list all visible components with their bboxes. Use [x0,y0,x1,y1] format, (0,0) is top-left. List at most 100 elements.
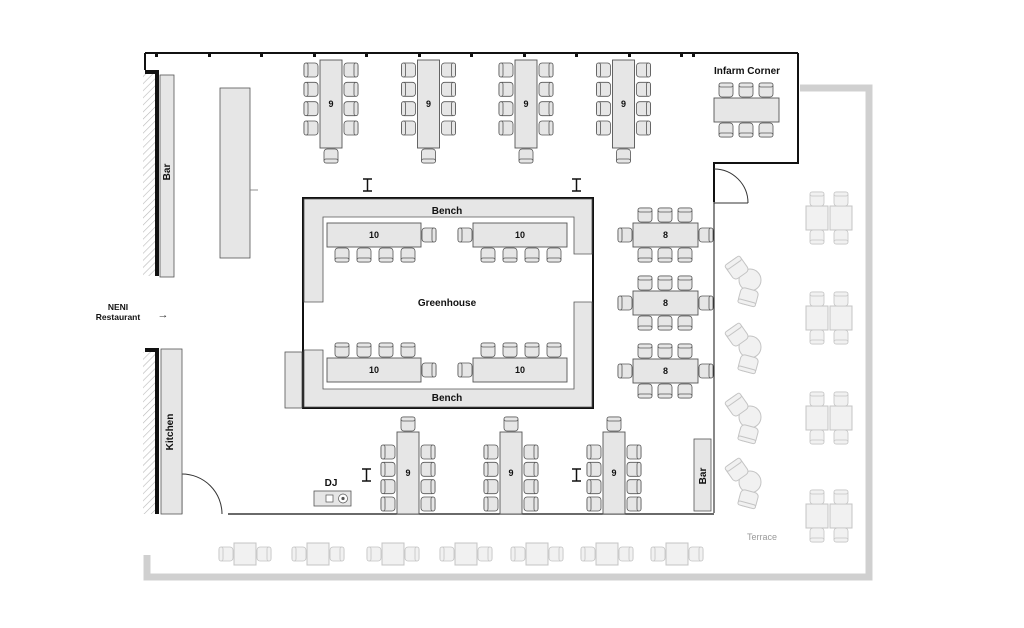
chair [596,120,611,136]
chair [548,546,564,562]
chair [441,62,456,78]
table-8-seats: 8 [617,275,714,331]
chair [758,122,774,138]
chair [546,247,562,263]
kitchen-counter [160,348,183,515]
table-number: 9 [508,468,513,478]
chair [303,62,319,78]
table-10-seats: 10 [457,342,568,383]
chair [833,391,849,407]
chair [677,247,693,263]
bar-left-label: Bar [162,164,173,181]
chair [343,101,359,117]
chair [329,546,345,562]
chair [483,496,499,512]
chair [637,315,653,331]
chair [718,82,734,98]
table-number: 9 [621,99,626,109]
chair [356,342,372,358]
chair [421,227,437,243]
chair [498,101,514,117]
table-9-seats: 9 [483,416,539,515]
table-number: 8 [663,230,668,240]
chair [378,342,394,358]
chair [637,207,653,223]
lounge-chair [737,287,759,308]
lounge-set [724,392,762,445]
chair [524,342,540,358]
lounge-chair [737,489,759,510]
lounge-chair [724,457,749,482]
chair [366,546,382,562]
chair [617,227,633,243]
table-number: 8 [663,366,668,376]
column-markers [362,178,581,482]
window-posts [155,52,695,57]
chair [343,62,359,78]
chair [809,391,825,407]
chair [657,247,673,263]
chair [596,101,611,117]
table-number: 10 [515,365,525,375]
chair [698,295,714,311]
chair [343,81,359,97]
chair [538,81,554,97]
table-10-seats: 10 [326,222,437,263]
chair [698,227,714,243]
infarm-table [713,82,780,138]
table-number: 9 [523,99,528,109]
terrace-table-set [805,291,853,345]
chair [502,342,518,358]
chair [380,496,396,512]
door-infarm [713,168,749,204]
chair [580,546,596,562]
chair [291,546,307,562]
chair [586,479,602,495]
chair [617,295,633,311]
chair [523,461,539,477]
chair [343,120,359,136]
chair [809,291,825,307]
chair [303,81,319,97]
chair [334,342,350,358]
entrance-label-line2: Restaurant [96,312,141,322]
table-number: 10 [369,230,379,240]
chair [809,229,825,245]
chair [503,416,519,432]
terrace-table-set [218,542,272,566]
chair [378,247,394,263]
chair [833,527,849,543]
chair [400,342,416,358]
chair [677,383,693,399]
chair [636,120,651,136]
back-counter [219,87,251,259]
chair [401,81,416,97]
chair [618,546,634,562]
lounge-chair [724,255,749,280]
chair [400,416,416,432]
chair [809,191,825,207]
terrace-label: Terrace [747,532,777,542]
infarm-corner-label: Infarm Corner [714,66,780,77]
table-number: 9 [611,468,616,478]
chair [356,247,372,263]
chair [218,546,234,562]
bench-top-label: Bench [432,206,463,217]
chair [380,479,396,495]
chair [586,444,602,460]
chair [650,546,666,562]
chair [833,329,849,345]
building-walls [144,52,799,515]
door-kitchen [181,473,223,515]
chair [420,444,436,460]
chair [421,148,436,164]
chair [657,383,673,399]
chair [596,62,611,78]
terrace-table-set [650,542,704,566]
bar-counter-left [159,74,175,278]
chair [421,362,437,378]
dj-label: DJ [325,478,338,489]
greenhouse-label: Greenhouse [418,298,477,309]
